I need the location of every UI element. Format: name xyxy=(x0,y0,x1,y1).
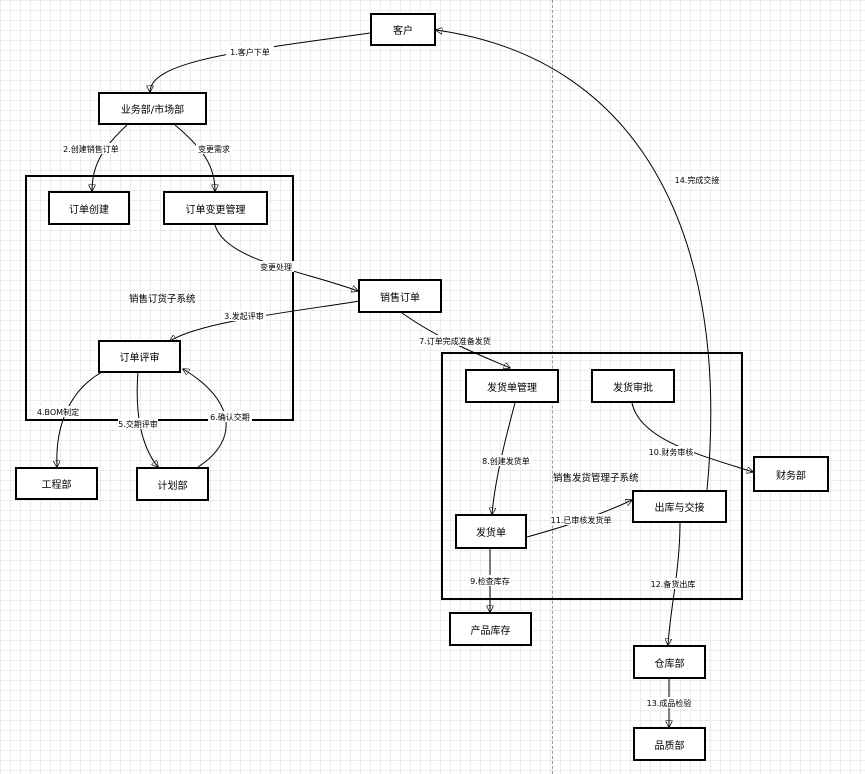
node-customer[interactable]: 客户 xyxy=(370,13,436,46)
edge-10 xyxy=(631,402,753,472)
edge-label-8: 8.创建发货单 xyxy=(481,455,531,466)
edge-label-14: 14.完成交接 xyxy=(675,174,720,185)
node-ship-approval[interactable]: 发货审批 xyxy=(591,369,675,403)
edge-1 xyxy=(150,32,371,92)
node-sales-order[interactable]: 销售订单 xyxy=(358,279,442,313)
edge-change-proc xyxy=(214,224,358,291)
edge-label-6: 6.确认交期 xyxy=(208,411,252,422)
edge-label-5: 5.交期评审 xyxy=(118,418,158,429)
svg-text:10.财务审核: 10.财务审核 xyxy=(649,447,694,457)
node-product-stock[interactable]: 产品库存 xyxy=(449,612,532,646)
edge-label-13: 13.成品检验 xyxy=(647,697,692,708)
svg-text:7.订单完成准备发货: 7.订单完成准备发货 xyxy=(419,336,491,346)
svg-text:变更需求: 变更需求 xyxy=(198,144,230,154)
node-engineering[interactable]: 工程部 xyxy=(15,467,98,500)
svg-text:4.BOM制定: 4.BOM制定 xyxy=(37,407,79,417)
node-order-change[interactable]: 订单变更管理 xyxy=(163,191,268,225)
edge-4 xyxy=(57,371,103,467)
svg-text:8.创建发货单: 8.创建发货单 xyxy=(482,456,530,466)
order-subsystem-label: 销售订货子系统 xyxy=(129,294,196,305)
node-quality[interactable]: 品质部 xyxy=(633,727,706,761)
shipping-subsystem-label: 销售发货管理子系统 xyxy=(553,473,639,484)
edge-label-12: 12.备货出库 xyxy=(651,578,696,589)
shipping-subsystem-container[interactable] xyxy=(441,352,743,600)
svg-text:9.检查库存: 9.检查库存 xyxy=(470,576,510,586)
node-sales-dept[interactable]: 业务部/市场部 xyxy=(98,92,207,125)
node-ship-note[interactable]: 发货单 xyxy=(455,514,527,549)
edge-label-9: 9.检查库存 xyxy=(469,575,511,586)
node-order-create[interactable]: 订单创建 xyxy=(48,191,130,225)
svg-text:13.成品检验: 13.成品检验 xyxy=(647,698,692,708)
edge-label-1: 1.客户下单 xyxy=(226,46,274,57)
edge-label-10: 10.财务审核 xyxy=(648,446,694,457)
svg-text:11.已审核发货单: 11.已审核发货单 xyxy=(551,515,612,525)
edge-14 xyxy=(436,30,712,491)
svg-text:5.交期评审: 5.交期评审 xyxy=(118,419,158,429)
svg-text:12.备货出库: 12.备货出库 xyxy=(651,579,696,589)
svg-text:变更处理: 变更处理 xyxy=(260,262,292,272)
svg-text:1.客户下单: 1.客户下单 xyxy=(230,47,270,57)
edge-label-7: 7.订单完成准备发货 xyxy=(419,335,491,346)
edge-label-4: 4.BOM制定 xyxy=(36,406,80,417)
edge-2 xyxy=(92,124,128,191)
node-ship-mgmt[interactable]: 发货单管理 xyxy=(465,369,559,403)
node-finance[interactable]: 财务部 xyxy=(753,456,829,492)
svg-text:2.创建销售订单: 2.创建销售订单 xyxy=(63,144,119,154)
edge-change xyxy=(174,124,215,191)
edge-label-11: 11.已审核发货单 xyxy=(551,514,612,525)
node-outbound[interactable]: 出库与交接 xyxy=(632,490,727,523)
svg-text:6.确认交期: 6.确认交期 xyxy=(210,412,250,422)
svg-text:14.完成交接: 14.完成交接 xyxy=(675,175,720,185)
node-warehouse[interactable]: 仓库部 xyxy=(633,645,706,679)
svg-text:3.发起评审: 3.发起评审 xyxy=(224,311,264,321)
edge-label-change-proc: 变更处理 xyxy=(258,261,294,272)
order-subsystem-container[interactable] xyxy=(25,175,294,421)
edge-label-2: 2.创建销售订单 xyxy=(63,143,119,154)
node-order-review[interactable]: 订单评审 xyxy=(98,340,181,373)
node-planning[interactable]: 计划部 xyxy=(136,467,209,501)
edge-label-3: 3.发起评审 xyxy=(222,310,266,321)
edge-label-change: 变更需求 xyxy=(196,143,232,154)
